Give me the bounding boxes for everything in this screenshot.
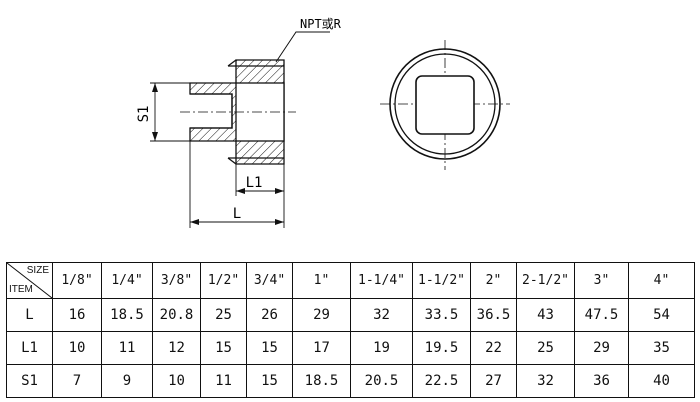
outer-circle [389, 48, 501, 160]
size-header: 2" [470, 262, 517, 299]
table-cell: 36.5 [470, 298, 517, 332]
table-cell: 9 [101, 364, 153, 398]
table-cell: 15 [246, 364, 293, 398]
dimension-l-label: L [233, 206, 241, 222]
size-header: 1/8" [52, 262, 102, 299]
square-socket [415, 75, 475, 135]
size-header: 3" [574, 262, 629, 299]
table-cell: 32 [516, 364, 575, 398]
table-row: L 16 18.5 20.8 25 26 29 32 33.5 36.5 43 … [6, 298, 695, 332]
table-cell: 15 [200, 331, 247, 365]
thread-label: NPT或R [300, 17, 342, 31]
size-header: 1-1/4" [350, 262, 413, 299]
table-cell: 27 [470, 364, 517, 398]
table-cell: 29 [292, 298, 351, 332]
table-cell: 19.5 [412, 331, 471, 365]
table-cell: 18.5 [101, 298, 153, 332]
table-cell: 29 [574, 331, 629, 365]
table-cell: 22.5 [412, 364, 471, 398]
table-cell: 26 [246, 298, 293, 332]
table-row: S1 7 9 10 11 15 18.5 20.5 22.5 27 32 36 … [6, 364, 695, 398]
table-cell: 11 [101, 331, 153, 365]
table-cell: 18.5 [292, 364, 351, 398]
row-label: S1 [6, 364, 53, 398]
size-header: 3/4" [246, 262, 293, 299]
end-view [380, 40, 510, 170]
table-cell: 11 [200, 364, 247, 398]
size-header-row: SIZE ITEM 1/8" 1/4" 3/8" 1/2" 3/4" 1" 1-… [6, 262, 695, 299]
table-cell: 15 [246, 331, 293, 365]
dimension-l1-label: L1 [246, 175, 263, 191]
table-cell: 16 [52, 298, 102, 332]
table-cell: 43 [516, 298, 575, 332]
size-header: 1/4" [101, 262, 153, 299]
table-cell: 33.5 [412, 298, 471, 332]
technical-drawing: NPT或R S1 L1 L [136, 17, 510, 228]
row-label: L [6, 298, 53, 332]
table-cell: 36 [574, 364, 629, 398]
table-cell: 22 [470, 331, 517, 365]
table-cell: 25 [516, 331, 575, 365]
size-header: 2-1/2" [516, 262, 575, 299]
table-corner-cell: SIZE ITEM [6, 262, 53, 299]
size-header: 1/2" [200, 262, 247, 299]
table-cell: 17 [292, 331, 351, 365]
table-cell: 25 [200, 298, 247, 332]
corner-item-label: ITEM [9, 284, 33, 295]
table-cell: 10 [52, 331, 102, 365]
row-label: L1 [6, 331, 53, 365]
dimension-s1-label: S1 [136, 106, 152, 123]
table-cell: 20.8 [152, 298, 201, 332]
table-cell: 10 [152, 364, 201, 398]
size-header: 1-1/2" [412, 262, 471, 299]
dimension-table: SIZE ITEM 1/8" 1/4" 3/8" 1/2" 3/4" 1" 1-… [6, 262, 695, 398]
size-header: 1" [292, 262, 351, 299]
size-header: 3/8" [152, 262, 201, 299]
table-cell: 12 [152, 331, 201, 365]
table-cell: 35 [628, 331, 695, 365]
table-cell: 32 [350, 298, 413, 332]
table-cell: 40 [628, 364, 695, 398]
thread-leader-line [275, 31, 330, 63]
table-cell: 47.5 [574, 298, 629, 332]
table-row: L1 10 11 12 15 15 17 19 19.5 22 25 29 35 [6, 331, 695, 365]
table-cell: 20.5 [350, 364, 413, 398]
table-cell: 54 [628, 298, 695, 332]
corner-size-label: SIZE [26, 265, 49, 276]
inner-circle [394, 53, 496, 155]
size-header: 4" [628, 262, 695, 299]
side-section-view [150, 31, 330, 228]
table-cell: 7 [52, 364, 102, 398]
table-cell: 19 [350, 331, 413, 365]
